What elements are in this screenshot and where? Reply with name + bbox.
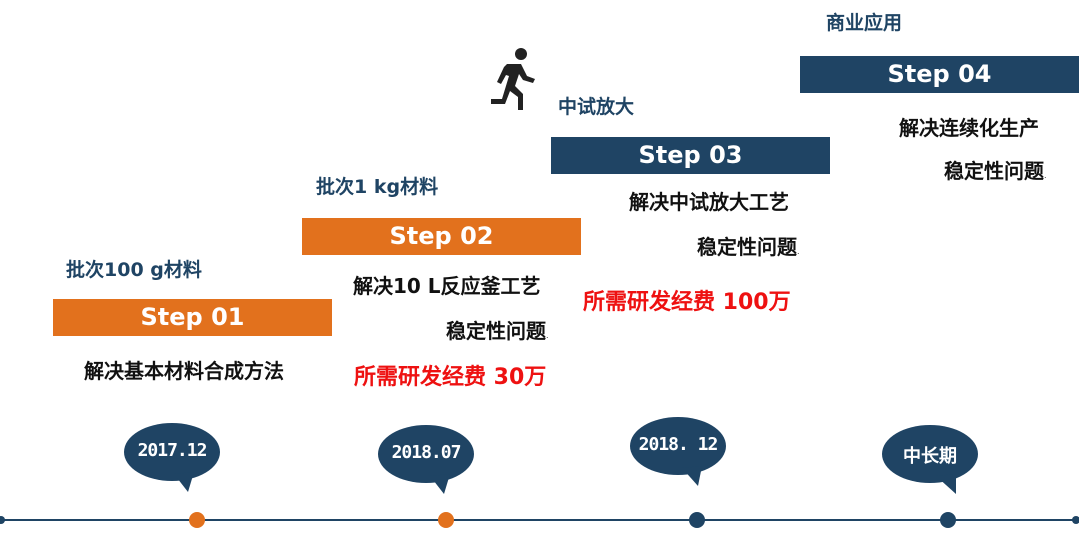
step-02-desc2-text: 稳定性问题 (446, 319, 546, 343)
date-label-2: 2018.07 (391, 442, 462, 463)
timeline-node-4 (940, 512, 956, 528)
step-03-desc2-text: 稳定性问题 (697, 235, 797, 259)
step-02-description-line2: 稳定性问题. (446, 319, 549, 343)
step-02-description-line1: 解决10 L反应釜工艺 (353, 274, 541, 298)
step-04-description-line1: 解决连续化生产 (899, 116, 1039, 140)
date-bubble-4 (882, 425, 978, 494)
timeline-end-cap (1072, 516, 1079, 524)
step-01-budget: 所需研发经费 30万 (354, 365, 547, 390)
step-01-description: 解决基本材料合成方法 (84, 359, 284, 383)
step-04-bar: Step 04 (800, 56, 1079, 93)
date-bubble-3 (630, 417, 726, 486)
step-03-description-line2: 稳定性问题. (697, 235, 800, 259)
step-03-tag: 中试放大 (558, 96, 635, 118)
timeline-node-3 (689, 512, 705, 528)
step-04-desc2-text: 稳定性问题 (944, 159, 1044, 183)
running-person-icon (491, 48, 535, 110)
timeline-axis (0, 519, 1079, 521)
timeline-node-2 (438, 512, 454, 528)
step-04-description-line2: 稳定性问题. (944, 159, 1047, 183)
date-label-3: 2018. 12 (638, 434, 719, 455)
step-03-budget: 所需研发经费 100万 (583, 290, 791, 315)
date-bubble-1 (124, 423, 220, 492)
step-02-tag: 批次1 kg材料 (316, 176, 439, 198)
step-01-tag: 批次100 g材料 (66, 259, 202, 281)
timeline-node-1 (189, 512, 205, 528)
date-bubble-2 (378, 425, 474, 494)
step-04-tag: 商业应用 (826, 12, 903, 34)
timeline-start-cap (0, 516, 5, 524)
step-01-bar: Step 01 (53, 299, 332, 336)
date-label-4: 中长期 (903, 446, 957, 467)
step-03-bar: Step 03 (551, 137, 830, 174)
date-label-1: 2017.12 (137, 440, 208, 461)
step-03-description-line1: 解决中试放大工艺 (629, 190, 789, 214)
step-02-bar: Step 02 (302, 218, 581, 255)
